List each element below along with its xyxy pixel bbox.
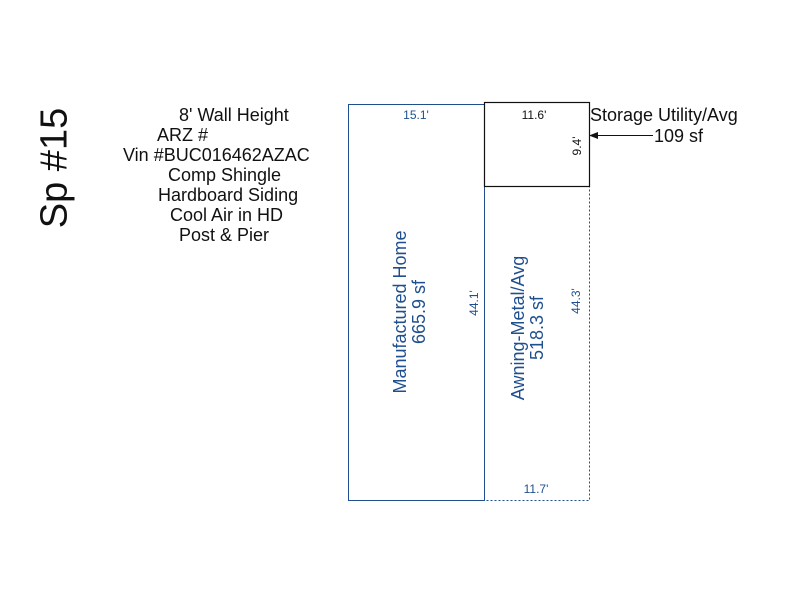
home-name-label: Manufactured Home: [390, 230, 410, 393]
storage-side-dimension: 9.4': [570, 137, 584, 156]
home-area-label: 665.9 sf: [409, 279, 429, 344]
note-cooling: Cool Air in HD: [170, 205, 284, 225]
leader-arrowhead-icon: [589, 132, 598, 139]
note-siding: Hardboard Siding: [158, 185, 299, 205]
note-wall-height: 8' Wall Height: [179, 105, 289, 125]
note-arz: ARZ #: [157, 125, 209, 145]
note-vin: Vin #BUC016462AZAC: [123, 145, 310, 165]
storage-name-label: Storage Utility/Avg: [590, 105, 738, 125]
home-side-dimension: 44.1': [467, 290, 481, 316]
note-roof: Comp Shingle: [168, 165, 282, 185]
awning-area-label: 518.3 sf: [527, 295, 547, 360]
note-foundation: Post & Pier: [179, 225, 270, 245]
storage-area-label: 109 sf: [654, 126, 704, 146]
awning-side-dimension: 44.3': [569, 288, 583, 314]
storage-top-dimension: 11.6': [522, 108, 547, 122]
awning-name-label: Awning-Metal/Avg: [508, 256, 528, 400]
awning-outline: [484, 186, 590, 501]
home-top-dimension: 15.1': [403, 108, 429, 122]
awning-bottom-dimension: 11.7': [524, 482, 549, 496]
storage-outline: [483, 101, 591, 188]
